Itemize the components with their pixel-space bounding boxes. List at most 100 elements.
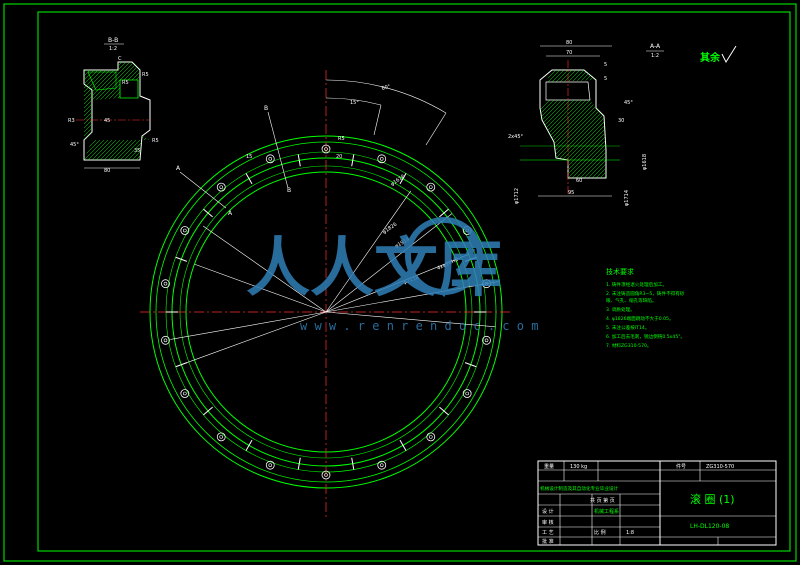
section-aa-dim-6: 60 — [576, 178, 582, 184]
tech-note-item: 4. φ1826端面跳动不大于0.05。 — [606, 315, 674, 322]
hatch-line — [540, 70, 606, 178]
hatch-line — [109, 62, 150, 160]
section-bb-dim-3: R5 — [152, 138, 159, 144]
hatch-line — [540, 70, 606, 178]
ring-slot — [464, 256, 477, 262]
bolt-hole — [426, 432, 436, 442]
bolt-hole-inner — [324, 147, 328, 151]
section-bb-view: B-B 1:2 45 R5 R5 R5 35 C R3 45° 80 — [0, 37, 264, 174]
bolt-hole — [321, 144, 331, 154]
hatch-line — [540, 70, 597, 178]
angle-leader — [373, 104, 382, 136]
hatch-line — [145, 62, 150, 160]
hatch-line — [575, 70, 606, 178]
ring-slot — [245, 173, 253, 185]
section-aa-label: A-A — [650, 43, 661, 50]
bolt-hole-inner — [379, 463, 384, 467]
radial-leader — [170, 311, 327, 340]
hatch-line — [84, 62, 109, 160]
hatch-line — [551, 70, 606, 178]
hatch-line — [563, 70, 606, 178]
section-aa-scale: 1:2 — [651, 53, 659, 59]
technical-requirements: 技术要求 1. 铸件须经退火处理后加工。 2. 未注铸造圆角R3~5，铸件不得有… — [606, 267, 685, 349]
section-aa-dim-8: 30 — [618, 118, 624, 124]
hatch-line — [540, 70, 606, 178]
hatch-line — [84, 62, 137, 160]
hatch-line — [141, 62, 150, 160]
hatch-line — [137, 62, 150, 160]
hatch-line — [540, 70, 606, 178]
hatch-line — [540, 70, 606, 178]
hatch-line — [540, 70, 557, 178]
watermark: 人人文库 w w w . r e n r e n d o c . c o m — [246, 217, 538, 333]
section-aa-view: A-A 1:2 80 70 5 5 45° 2x45° 60 95 30 φ16… — [412, 40, 664, 206]
roughness-symbol-icon — [721, 45, 737, 64]
outer-frame — [3, 3, 797, 562]
watermark-url: w w w . r e n r e n d o c . c o m — [300, 319, 538, 333]
main-view-dim: 15 — [246, 154, 252, 160]
hatch-line — [84, 62, 93, 160]
hatch-line — [540, 70, 573, 178]
bolt-hole — [216, 432, 226, 442]
hatch-line — [113, 62, 150, 160]
hatch-line — [0, 56, 80, 166]
hatch-line — [540, 70, 606, 178]
section-bb-dim-7: 45° — [70, 142, 79, 148]
bolt-hole — [180, 389, 190, 398]
section-aa-dim-0: 80 — [566, 40, 572, 46]
section-aa-dim-1: 70 — [566, 50, 572, 56]
tech-notes-title: 技术要求 — [606, 267, 634, 276]
ring-slot — [175, 256, 188, 262]
hatch-line — [540, 70, 589, 178]
hatch-line — [559, 70, 606, 178]
ring-slot — [351, 154, 355, 167]
ring-slot — [297, 154, 301, 167]
inner-frame — [37, 11, 791, 552]
section-bb-dim-5: C — [118, 56, 122, 62]
bolt-hole — [180, 226, 190, 235]
hatch-line — [412, 66, 528, 182]
hatch-line — [154, 56, 264, 166]
section-aa-dim-10: φ1714 — [624, 190, 630, 206]
bolt-hole-inner — [219, 435, 224, 439]
bolt-hole-inner — [183, 228, 187, 233]
tech-note-item: 1. 铸件须经退火处理后加工。 — [606, 281, 667, 288]
bolt-hole-inner — [324, 473, 328, 477]
tb-weight-value: 130 kg — [570, 464, 587, 470]
section-bb-dim-4: 35 — [134, 148, 140, 154]
hatch-line — [84, 62, 89, 160]
hatch-line — [84, 62, 85, 160]
tb-count-label: 件号 — [676, 463, 686, 470]
ring-slot — [203, 406, 213, 416]
watermark-text: 人人文库 — [246, 232, 502, 306]
ring-slot — [245, 439, 253, 451]
hatch-line — [84, 62, 150, 160]
radial-leader — [325, 254, 469, 313]
tb-design: 设 计 — [542, 508, 554, 515]
hatch-line — [420, 66, 536, 182]
section-bb-scale: 1:2 — [109, 46, 117, 52]
hatch-line — [84, 62, 133, 160]
bolt-hole-inner — [219, 185, 224, 189]
hatch-line — [540, 70, 549, 178]
hatch-line — [540, 70, 577, 178]
radial-leader — [194, 263, 327, 313]
hatch-line — [117, 62, 150, 160]
hatch-line — [540, 70, 593, 178]
tb-material: ZG310-570 — [706, 464, 734, 470]
hatch-line — [540, 70, 606, 178]
section-marker-b: B — [264, 105, 268, 112]
hatch-line — [540, 70, 601, 178]
section-cut-line — [267, 111, 289, 189]
hatch-line — [579, 70, 606, 178]
bolt-hole — [462, 389, 472, 398]
hatch-line — [540, 70, 585, 178]
hatch-line — [101, 62, 150, 160]
hatch-line — [540, 70, 606, 178]
bolt-hole — [482, 335, 491, 345]
tb-drawing-name: 滚 圈 (1) — [690, 492, 735, 506]
hatch-line — [540, 70, 545, 178]
bolt-hole-inner — [428, 435, 433, 439]
